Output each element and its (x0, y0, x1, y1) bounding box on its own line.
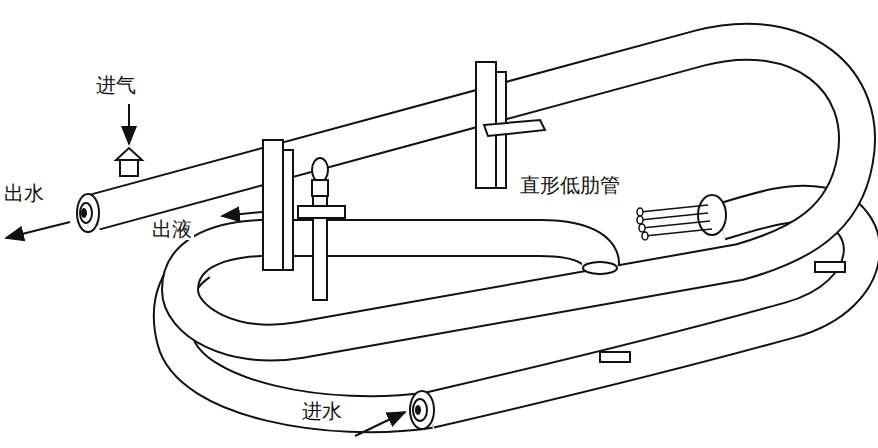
liquid-outlet-label: 出液 (150, 218, 194, 240)
fin-tube-label: 直形低肋管 (518, 174, 622, 196)
inlet-gas-label: 进气 (96, 74, 136, 96)
water-inlet-label: 进水 (300, 400, 344, 422)
water-outlet-label: 出水 (4, 182, 44, 204)
